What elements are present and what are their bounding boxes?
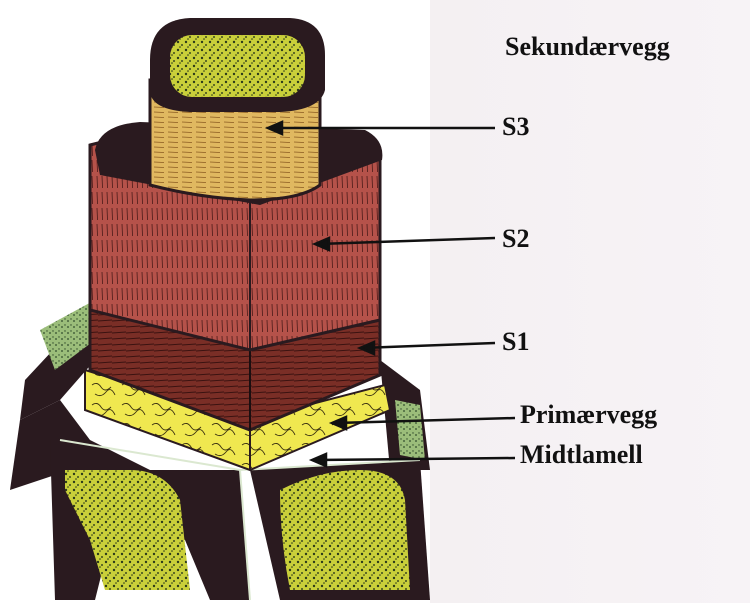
- label-primary-wall: Primærvegg: [520, 400, 657, 430]
- label-middle-lamella: Midtlamell: [520, 440, 643, 470]
- diagram-title: Sekundærvegg: [505, 32, 670, 62]
- s3-layer: [150, 18, 325, 200]
- arrow-middle-lamella: [315, 458, 515, 460]
- label-s2: S2: [502, 224, 529, 254]
- arrow-s1: [362, 343, 495, 348]
- label-s1: S1: [502, 327, 529, 357]
- label-s3: S3: [502, 112, 529, 142]
- lumen-top: [170, 35, 305, 97]
